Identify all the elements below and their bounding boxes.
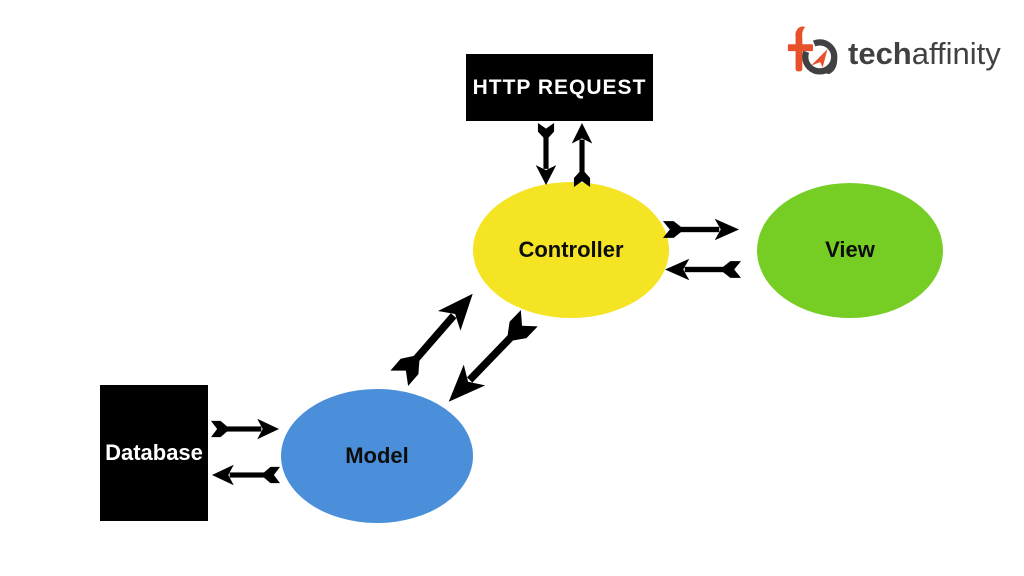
- controller-label: Controller: [518, 236, 624, 262]
- arrow-view-to-controller-icon: [665, 258, 741, 281]
- arrow-controller-to-http-request-icon: [571, 123, 593, 187]
- node-controller: Controller: [473, 182, 669, 318]
- brand-name-light: affinity: [911, 35, 1001, 71]
- node-http-request: HTTP REQUEST: [466, 54, 653, 121]
- arrow-database-to-model-icon: [211, 418, 279, 440]
- node-database: Database: [100, 385, 208, 521]
- node-view: View: [757, 183, 943, 318]
- model-label: Model: [345, 442, 409, 468]
- node-model: Model: [281, 389, 473, 523]
- techaffinity-logo-icon: [787, 26, 838, 75]
- brand-name-bold: tech: [848, 35, 912, 71]
- techaffinity-logo: techaffinity: [783, 24, 1001, 82]
- arrow-http-request-to-controller-icon: [535, 123, 557, 185]
- arrow-controller-to-view-icon: [663, 218, 739, 241]
- http-request-label: HTTP REQUEST: [472, 75, 647, 99]
- database-label: Database: [105, 439, 203, 465]
- brand-name: techaffinity: [848, 38, 1001, 69]
- view-label: View: [825, 237, 875, 263]
- arrow-model-to-database-icon: [212, 464, 280, 486]
